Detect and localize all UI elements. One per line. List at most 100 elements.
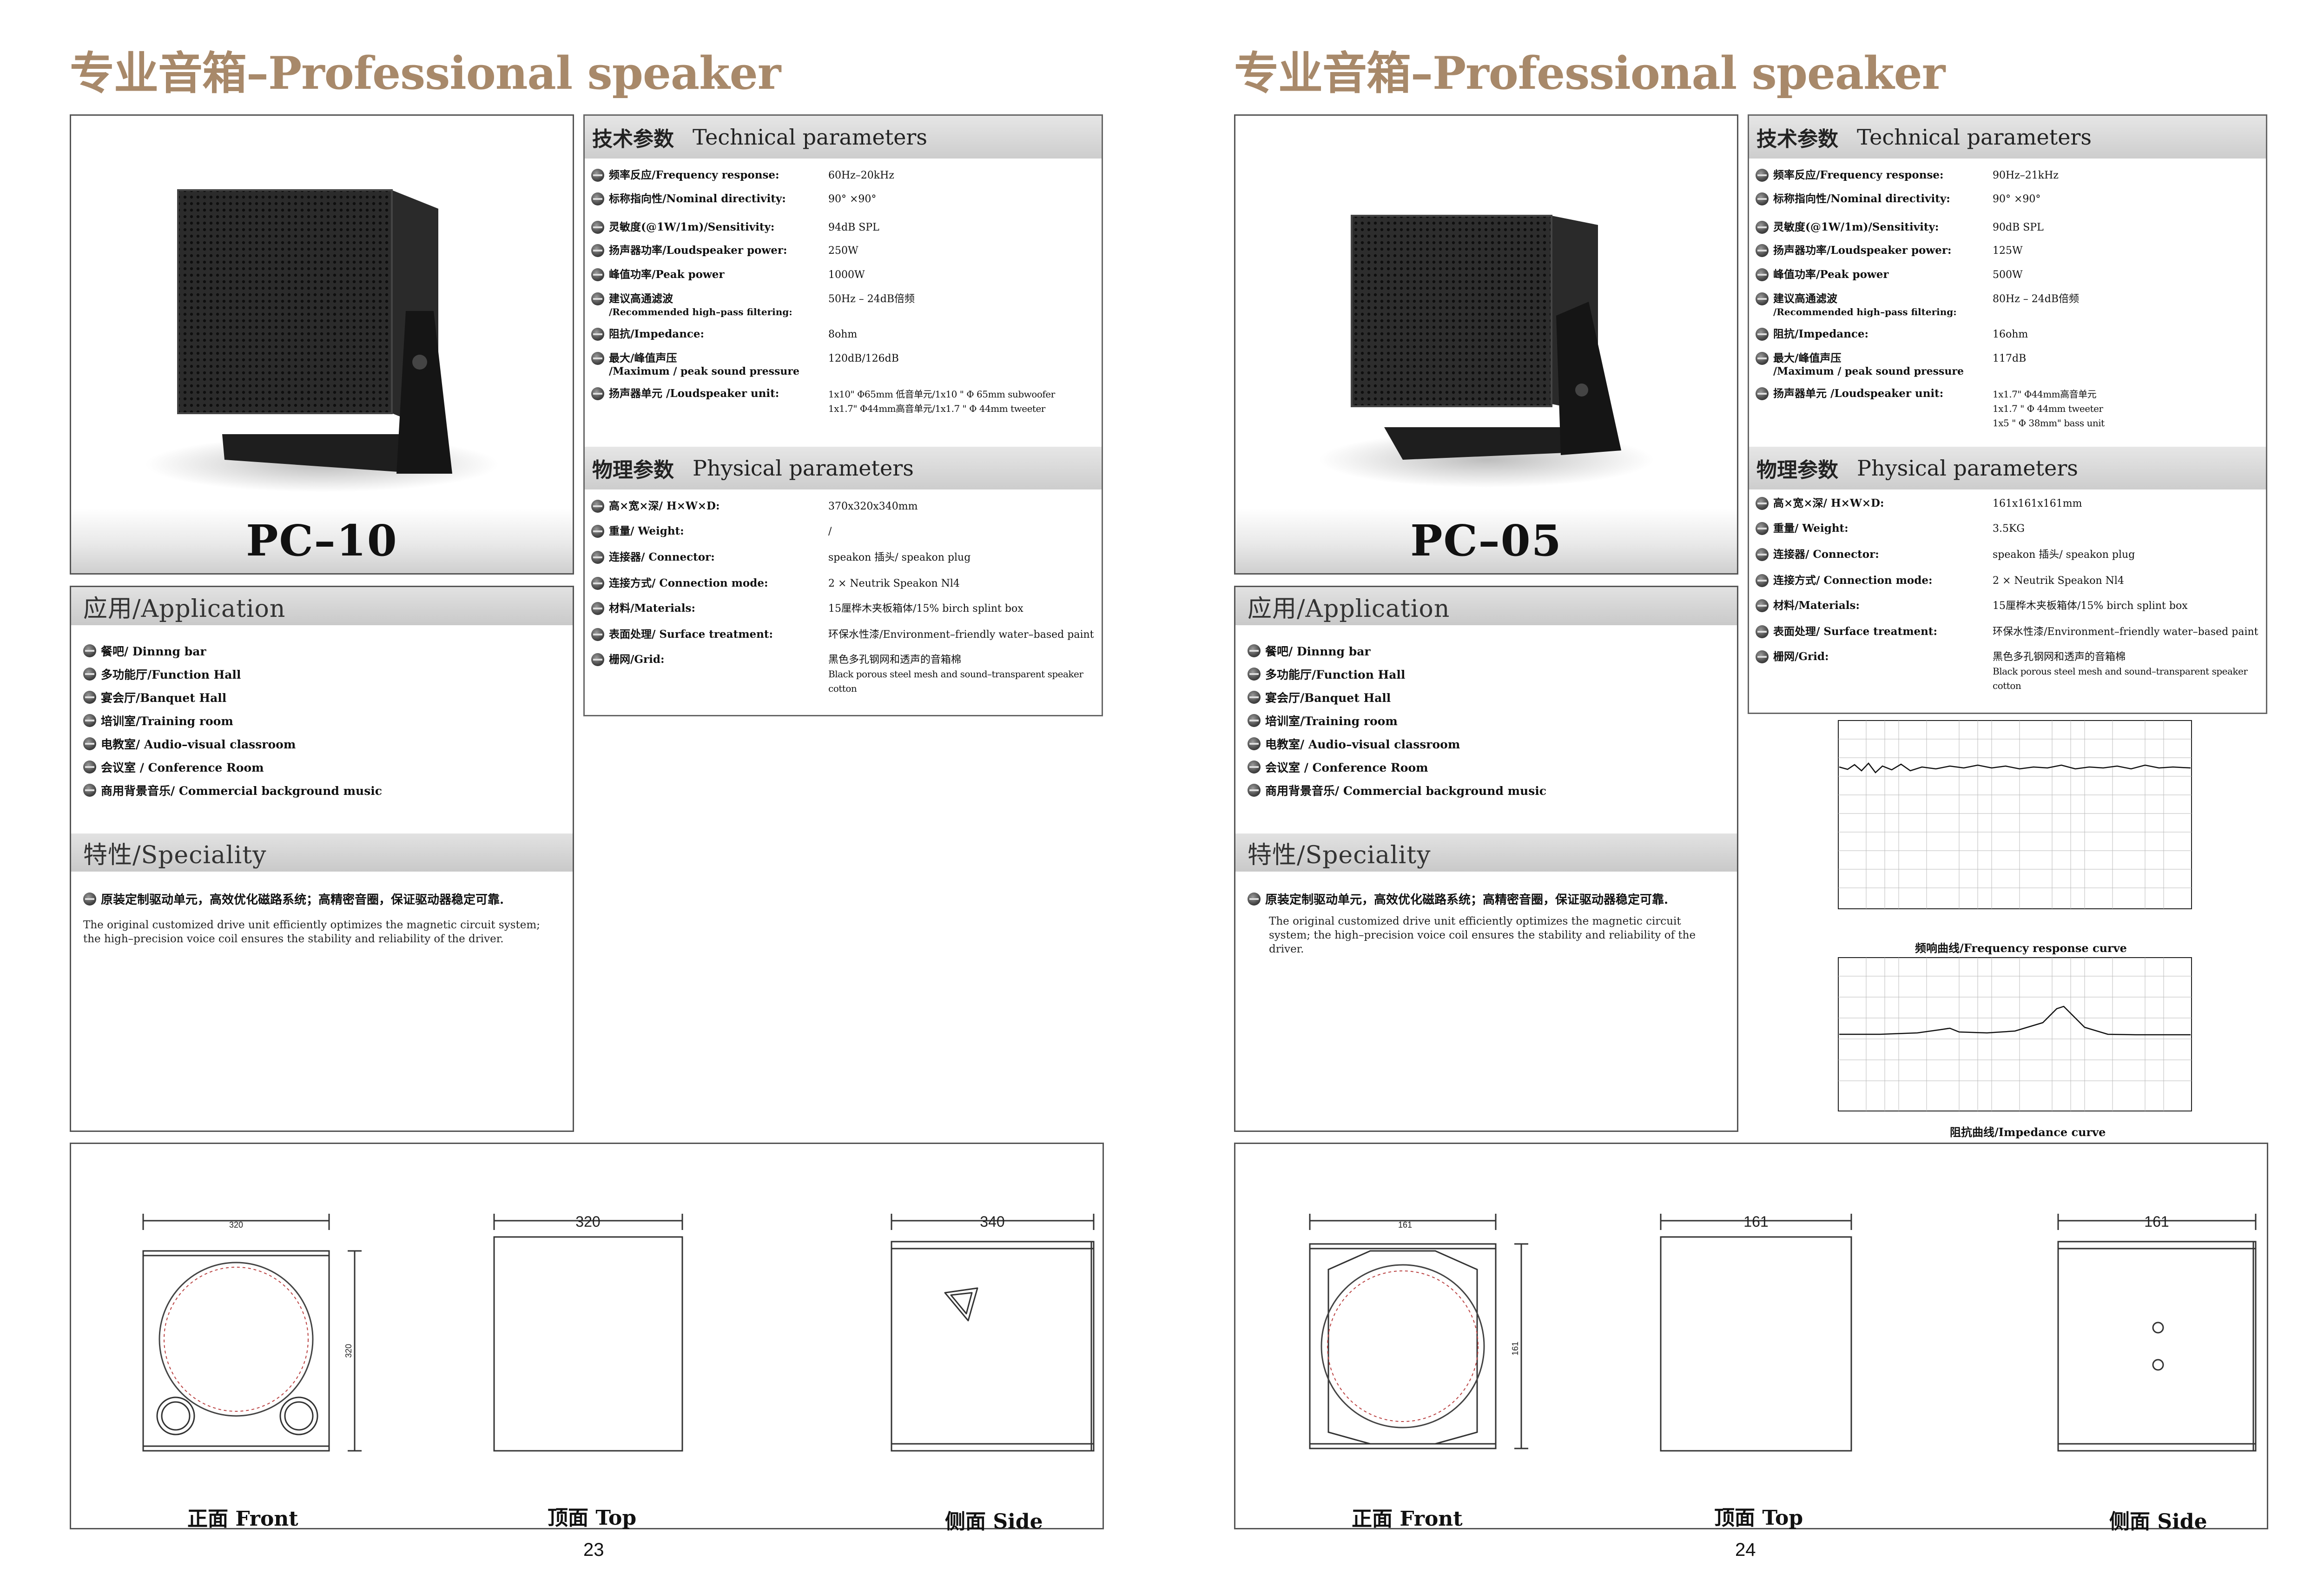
technical-heading-en: Technical parameters xyxy=(1857,125,2092,150)
param-row: 重量/ Weight: / xyxy=(591,525,1103,539)
bullet-icon xyxy=(1248,737,1261,750)
physical-parameters-header: 物理参数 Physical parameters xyxy=(1749,447,2266,489)
bullet-icon xyxy=(1756,268,1769,281)
top-view-label: 顶面 Top xyxy=(548,1506,637,1530)
model-band: PC–05 xyxy=(1235,508,1737,573)
bullet-icon xyxy=(1756,650,1769,663)
speciality-heading: 特性/Speciality xyxy=(71,833,573,872)
technical-parameters-header: 技术参数 Technical parameters xyxy=(585,116,1102,159)
bullet-icon xyxy=(1756,328,1769,341)
bullet-icon xyxy=(591,192,604,205)
bullet-icon xyxy=(591,577,604,590)
bullet-icon xyxy=(1756,574,1769,587)
product-photo xyxy=(71,116,573,511)
param-row: 高×宽×深/ H×W×D: 161x161x161mm xyxy=(1756,497,2267,511)
speciality-en: The original customized drive unit effic… xyxy=(1269,915,1696,955)
frequency-response-caption: 频响曲线/Frequency response curve xyxy=(1915,941,2127,955)
param-row: 频率反应/Frequency response: 90Hz–21kHz xyxy=(1756,169,2267,183)
bullet-icon xyxy=(83,784,96,797)
page-number: 24 xyxy=(1735,1540,1756,1560)
bullet-icon xyxy=(1756,625,1769,638)
front-height-label: 320 xyxy=(344,1344,353,1358)
physical-parameters-header: 物理参数 Physical parameters xyxy=(585,447,1102,489)
dimension-drawings: 320 320 320 340 正面 Front 顶面 Top 侧面 Side xyxy=(70,1143,1104,1534)
list-item: 多功能厅/Function Hall xyxy=(1248,662,1546,686)
bullet-icon xyxy=(1756,387,1769,400)
speciality-en: The original customized drive unit effic… xyxy=(83,919,540,945)
param-row: 材料/Materials: 15厘桦木夹板箱体/15% birch splint… xyxy=(1756,599,2267,613)
product-photo xyxy=(1235,116,1737,511)
physical-heading-en: Physical parameters xyxy=(1857,456,2078,481)
application-box: 应用/Application 餐吧/ Dinnng bar 多功能厅/Funct… xyxy=(70,586,574,1132)
list-item: 餐吧/ Dinnng bar xyxy=(83,639,382,662)
side-view-label: 侧面 Side xyxy=(945,1510,1043,1534)
bullet-icon xyxy=(1756,548,1769,561)
top-width-label: 161 xyxy=(1743,1213,1768,1230)
front-height-label: 161 xyxy=(1511,1342,1520,1356)
bullet-icon xyxy=(83,714,96,727)
param-row: 阻抗/Impedance: 16ohm xyxy=(1756,328,2267,342)
page-number: 23 xyxy=(583,1540,604,1560)
bullet-icon xyxy=(1756,599,1769,612)
bullet-icon xyxy=(591,268,604,281)
param-row: 峰值功率/Peak power 500W xyxy=(1756,268,2267,282)
bullet-icon xyxy=(591,628,604,641)
physical-heading-en: Physical parameters xyxy=(693,456,914,481)
physical-heading-zh: 物理参数 xyxy=(592,458,674,482)
bullet-icon xyxy=(1756,292,1769,305)
technical-heading-en: Technical parameters xyxy=(693,125,928,150)
param-row: 最大/峰值声压/Maximum / peak sound pressure 11… xyxy=(1756,352,2267,378)
bullet-icon xyxy=(1756,522,1769,535)
param-row: 材料/Materials: 15厘桦木夹板箱体/15% birch splint… xyxy=(591,602,1103,616)
bullet-icon xyxy=(591,602,604,615)
bullet-icon xyxy=(591,500,604,513)
param-row: 频率反应/Frequency response: 60Hz–20kHz xyxy=(591,169,1103,183)
parameters-box: 技术参数 Technical parameters 频率反应/Frequency… xyxy=(1748,114,2267,714)
technical-heading-zh: 技术参数 xyxy=(1756,127,1838,151)
bullet-icon xyxy=(591,221,604,234)
param-row: 连接器/ Connector: speakon 插头/ speakon plug xyxy=(591,551,1103,565)
bullet-icon xyxy=(1248,714,1261,727)
bullet-icon xyxy=(83,892,96,906)
front-view-label: 正面 Front xyxy=(1352,1507,1463,1531)
bullet-icon xyxy=(83,644,96,657)
model-band: PC–10 xyxy=(71,508,573,573)
param-row: 建议高通滤波/Recommended high–pass filtering: … xyxy=(1756,292,2267,318)
top-width-label: 320 xyxy=(575,1213,600,1230)
param-row: 扬声器单元 /Loudspeaker unit: 1x1.7" Φ44mm高音单… xyxy=(1756,387,2267,430)
bullet-icon xyxy=(591,328,604,341)
bullet-icon xyxy=(591,653,604,666)
speciality-zh: 原装定制驱动单元，高效优化磁路系统；高精密音圈，保证驱动器稳定可靠. xyxy=(1248,890,1668,907)
list-item: 多功能厅/Function Hall xyxy=(83,662,382,686)
param-row: 标称指向性/Nominal directivity: 90° ×90° xyxy=(591,192,1103,206)
bullet-icon xyxy=(1248,784,1261,797)
param-row: 灵敏度(@1W/1m)/Sensitivity: 90dB SPL xyxy=(1756,221,2267,235)
bullet-icon xyxy=(591,292,604,305)
physical-heading-zh: 物理参数 xyxy=(1756,458,1838,482)
impedance-graph xyxy=(1810,953,2266,1120)
product-image-box: PC–05 xyxy=(1234,114,1738,575)
bullet-icon xyxy=(83,737,96,750)
top-view-label: 顶面 Top xyxy=(1714,1506,1803,1530)
param-row: 标称指向性/Nominal directivity: 90° ×90° xyxy=(1756,192,2267,206)
list-item: 餐吧/ Dinnng bar xyxy=(1248,639,1546,662)
param-row: 建议高通滤波/Recommended high–pass filtering: … xyxy=(591,292,1103,318)
application-list: 餐吧/ Dinnng bar 多功能厅/Function Hall 宴会厅/Ba… xyxy=(1248,639,1546,802)
frequency-response-graph xyxy=(1810,716,2266,925)
param-row: 连接器/ Connector: speakon 插头/ speakon plug xyxy=(1756,548,2267,562)
bullet-icon xyxy=(1248,760,1261,774)
application-box: 应用/Application 餐吧/ Dinnng bar 多功能厅/Funct… xyxy=(1234,586,1738,1132)
bullet-icon xyxy=(83,668,96,681)
page-title: 专业音箱–Professional speaker xyxy=(1234,47,1945,99)
bullet-icon xyxy=(591,169,604,182)
param-row: 重量/ Weight: 3.5KG xyxy=(1756,522,2267,536)
side-view-label: 侧面 Side xyxy=(2109,1510,2207,1534)
bullet-icon xyxy=(1756,244,1769,257)
bullet-icon xyxy=(591,551,604,564)
application-heading: 应用/Application xyxy=(71,587,573,625)
technical-parameters-header: 技术参数 Technical parameters xyxy=(1749,116,2266,159)
param-row: 连接方式/ Connection mode: 2 × Neutrik Speak… xyxy=(591,577,1103,591)
bullet-icon xyxy=(591,352,604,365)
bullet-icon xyxy=(1248,668,1261,681)
